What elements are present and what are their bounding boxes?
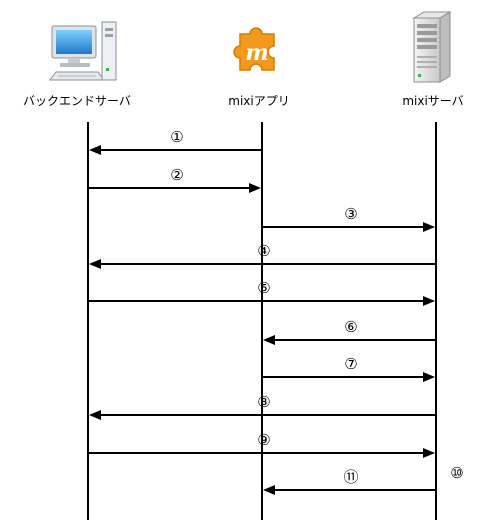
arrowhead <box>249 183 261 193</box>
message-list: ① ② ③ ④ ⑤ ⑥ ⑦ ⑧ ⑨ ⑪ <box>88 128 436 495</box>
arrowhead <box>423 448 435 458</box>
step-note-label: ⑩ <box>450 464 463 482</box>
message-arrow: ⑨ <box>88 431 435 458</box>
step-number-label: ③ <box>344 205 357 223</box>
step-number-label: ④ <box>257 242 270 260</box>
message-arrow: ① <box>89 128 262 155</box>
arrowhead <box>89 145 101 155</box>
arrowhead <box>423 222 435 232</box>
message-arrow: ③ <box>262 205 435 232</box>
step-number-label: ② <box>170 166 183 184</box>
server-tower-icon <box>412 11 452 83</box>
participant-label-server: mixiサーバ <box>402 94 463 108</box>
arrowhead <box>423 296 435 306</box>
participant-label-backend: バックエンドサーバ <box>23 94 131 108</box>
step-number-label: ⑤ <box>257 279 270 297</box>
arrowhead <box>89 410 101 420</box>
step-number-label: ⑧ <box>257 393 270 411</box>
arrowhead <box>89 259 101 269</box>
message-arrow: ⑦ <box>262 355 435 382</box>
message-arrow: ⑧ <box>89 393 436 420</box>
message-arrow: ② <box>88 166 261 193</box>
step-number-label: ⑥ <box>344 318 357 336</box>
step-number-label: ① <box>170 128 183 146</box>
svg-text:m: m <box>245 40 268 66</box>
step-number-label: ⑪ <box>343 468 358 486</box>
arrowhead <box>263 335 275 345</box>
participant-label-app: mixiアプリ <box>228 94 289 108</box>
message-arrow: ⑤ <box>88 279 435 306</box>
desktop-computer-icon <box>49 21 117 81</box>
note-list: ⑩ <box>450 464 463 482</box>
message-arrow: ④ <box>89 242 436 269</box>
step-number-label: ⑨ <box>257 431 270 449</box>
arrowhead <box>423 372 435 382</box>
message-arrow: ⑪ <box>263 468 436 495</box>
step-number-label: ⑦ <box>344 355 357 373</box>
arrowhead <box>263 485 275 495</box>
message-arrow: ⑥ <box>263 318 436 345</box>
mixi-puzzle-logo-icon: m <box>233 27 275 71</box>
